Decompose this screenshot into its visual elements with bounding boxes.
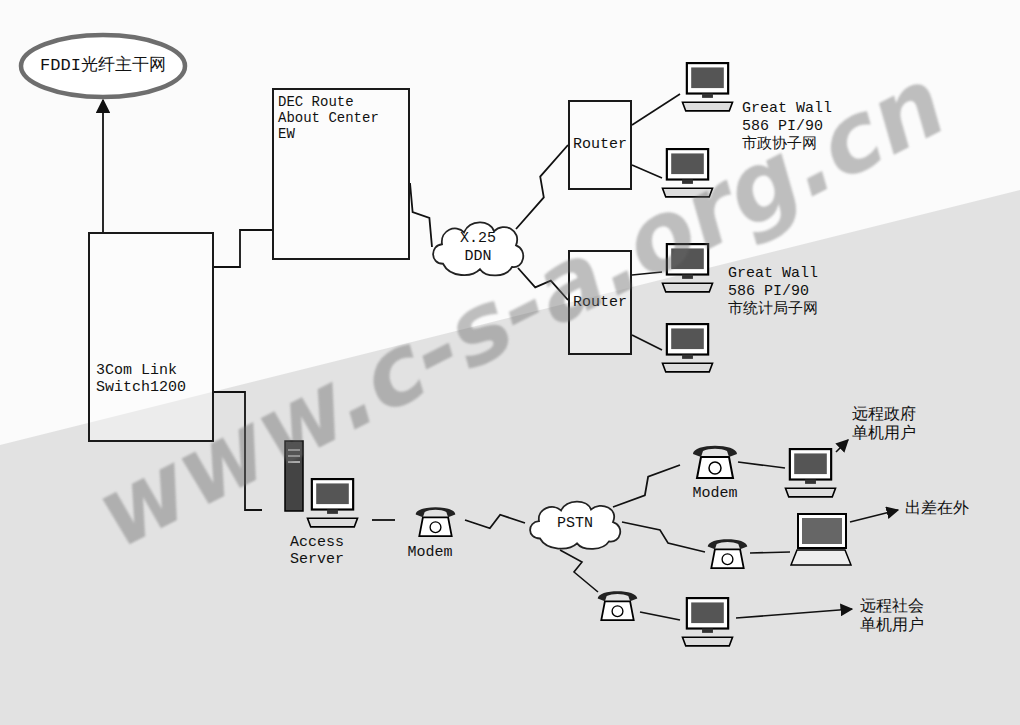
phone-icon: [693, 446, 737, 478]
pstn-line: [622, 522, 705, 552]
user-label: 远程政府单机用户: [852, 404, 920, 442]
router-box: DEC Route About Center EW: [272, 88, 410, 260]
network-link: [410, 183, 432, 247]
phone-icon: [708, 539, 748, 568]
phone-icon: [416, 507, 456, 536]
user-label: 远程社会单机用户: [860, 596, 928, 634]
backbone-ellipse: FDDI光纤主干网: [18, 32, 188, 100]
computer-icon: [663, 244, 713, 292]
computer-icon: [663, 149, 713, 197]
subnet-label: Great Wall 586 PI/90 市政协子网: [742, 100, 842, 154]
subnet-label: Great Wall 586 PI/90 市统计局子网: [728, 265, 828, 319]
node-text: Router: [573, 136, 627, 153]
network-link: [214, 230, 272, 267]
network-link: [613, 465, 680, 507]
modem-wire: [738, 462, 785, 468]
computer-icon: [308, 479, 358, 527]
pstn-line: [560, 550, 598, 592]
leader-arrow: [736, 609, 852, 618]
node-text: Access Server: [282, 534, 352, 569]
phone-icon: [598, 591, 638, 620]
router-box: Router: [568, 100, 632, 190]
node-text: 3Com Link Switch1200: [96, 362, 206, 397]
computer-icon: [786, 449, 836, 497]
computer-icon: [683, 63, 733, 111]
server-node: Access Server: [262, 440, 372, 575]
computer-icon: [683, 598, 733, 646]
node-text: Router: [573, 294, 627, 311]
router-box: Router: [568, 250, 632, 355]
network-cloud: PSTN: [525, 495, 625, 553]
router-wire: [632, 94, 680, 125]
modem-wire: [750, 552, 790, 553]
network-link: [518, 268, 568, 300]
network-link: [516, 145, 568, 229]
network-link: [102, 100, 104, 232]
node-text: PSTN: [557, 515, 593, 532]
modem-node: Modem: [395, 500, 465, 565]
node-text: Modem: [692, 485, 737, 502]
modem-node: Modem: [680, 440, 750, 508]
switch-box: 3Com Link Switch1200: [88, 232, 214, 442]
modem-wire: [640, 612, 680, 620]
network-link: [214, 392, 262, 510]
network-cloud: X.25 DDN: [428, 215, 528, 280]
node-text: X.25 DDN: [454, 230, 502, 265]
node-text: DEC Route About Center EW: [278, 94, 404, 142]
user-label: 出差在外: [905, 498, 969, 517]
router-wire: [632, 272, 662, 275]
laptop-icon: [791, 514, 851, 565]
router-wire: [632, 335, 662, 350]
network-link: [465, 515, 525, 529]
server-tower-icon: [285, 441, 303, 511]
router-wire: [632, 165, 662, 178]
computer-icon: [663, 324, 713, 372]
leader-arrow: [850, 510, 898, 522]
leader-arrow: [836, 440, 848, 452]
network-link: [372, 519, 395, 521]
node-text: FDDI光纤主干网: [40, 56, 166, 76]
page-light-area: [0, 0, 1020, 445]
node-text: Modem: [407, 544, 452, 561]
